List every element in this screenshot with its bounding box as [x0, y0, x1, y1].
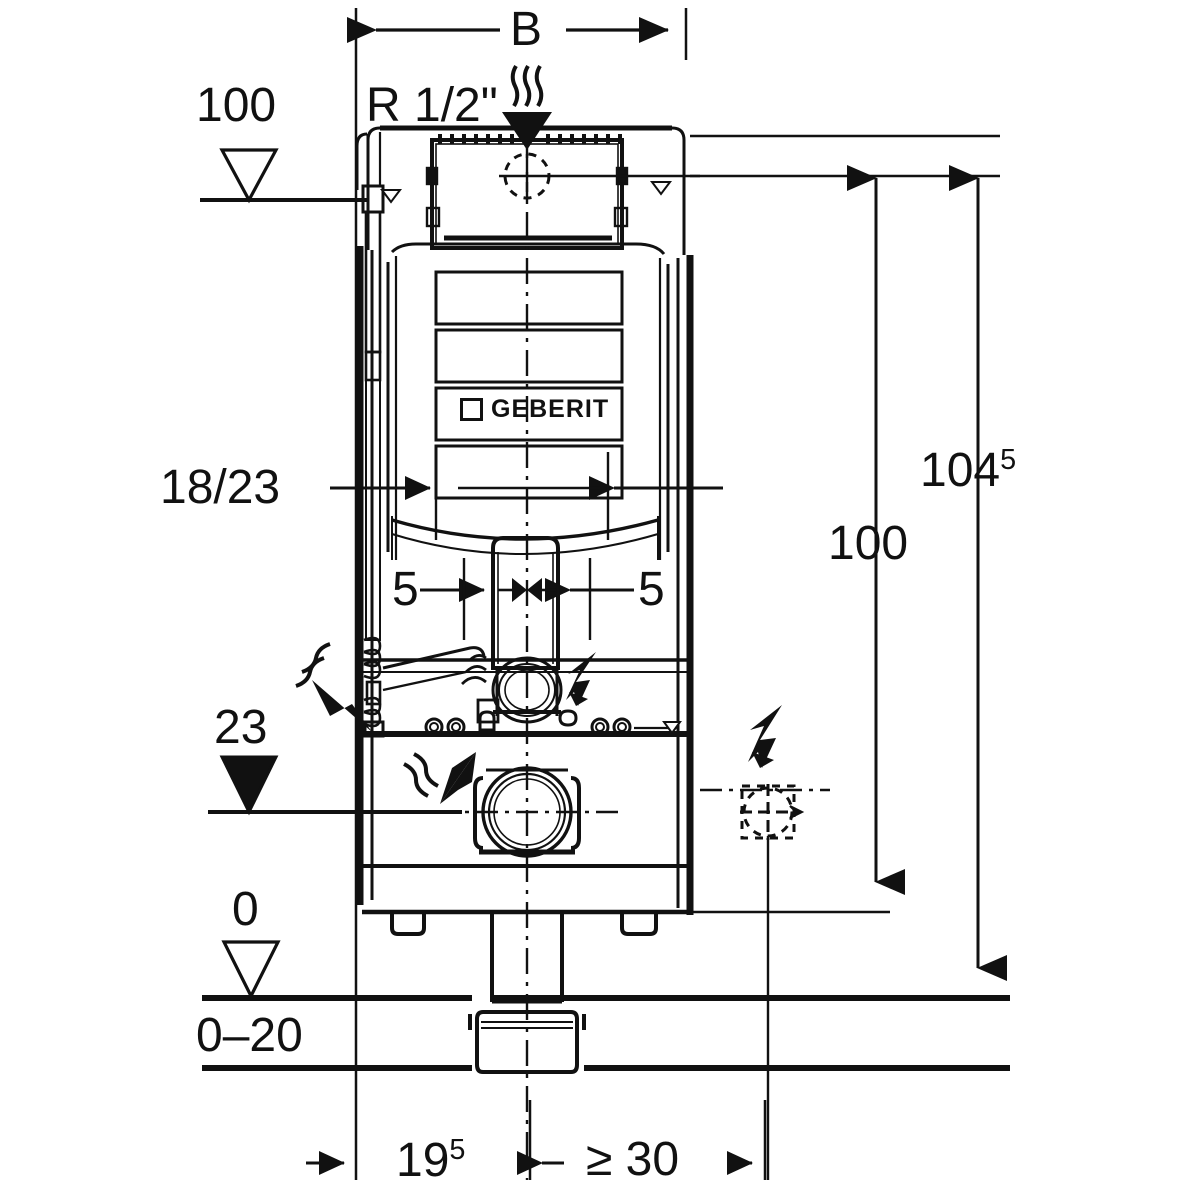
electrical-connection-symbol: [740, 784, 805, 1180]
label-19-base: 19: [396, 1134, 450, 1187]
extension-lines: [354, 8, 767, 1180]
level-marker-23: [208, 755, 462, 816]
water-wave-inner: [403, 752, 439, 798]
label-vertical-100: 100: [828, 517, 909, 570]
label-center-left-5: 5: [392, 563, 419, 616]
level-marker-small-mid: [662, 721, 682, 735]
connection-target: [499, 148, 700, 204]
label-104-base: 104: [920, 444, 1001, 497]
water-supply-pipe: [355, 132, 500, 738]
label-top-height-100: 100: [196, 79, 277, 132]
lightning-bolt-icon: [748, 705, 782, 768]
brand-plate: GEBERIT: [460, 395, 609, 424]
dimension-5-right: [527, 558, 634, 640]
dimension-18-23: [330, 452, 723, 540]
label-clearance-min-30: ≥ 30: [586, 1133, 680, 1186]
level-marker-0: [202, 940, 1010, 1071]
water-wave-icon: [510, 64, 544, 108]
feature-center-lines: [436, 788, 830, 814]
lightning-bolt-icon-inner: [566, 652, 596, 706]
label-19-sup: 5: [449, 1134, 466, 1166]
label-center-right-5: 5: [638, 563, 665, 616]
water-arrow-left: [312, 680, 372, 732]
label-offset-18-23: 18/23: [160, 461, 281, 514]
label-floor-tolerance: 0–20: [196, 1009, 303, 1062]
dimension-5-left: [420, 558, 527, 640]
water-inlet-arrow: [502, 112, 552, 150]
label-vertical-104-5: 1045: [920, 446, 1016, 495]
water-wave-left: [295, 642, 331, 688]
label-outlet-height-23: 23: [214, 701, 268, 754]
brand-label: GEBERIT: [491, 395, 610, 423]
level-marker-small-left: [380, 189, 402, 204]
water-arrow-inner: [440, 752, 476, 804]
label-depth-19-5: 195: [396, 1136, 465, 1185]
geberit-square-icon: [460, 398, 483, 421]
level-marker-100: [200, 148, 368, 204]
label-thread-spec: R 1/2": [366, 79, 498, 132]
level-marker-small-right: [650, 181, 672, 196]
label-floor-zero: 0: [232, 883, 259, 936]
label-104-sup: 5: [1000, 444, 1017, 476]
vertical-dim-witness: [690, 134, 1000, 914]
label-width-B: B: [510, 3, 543, 56]
